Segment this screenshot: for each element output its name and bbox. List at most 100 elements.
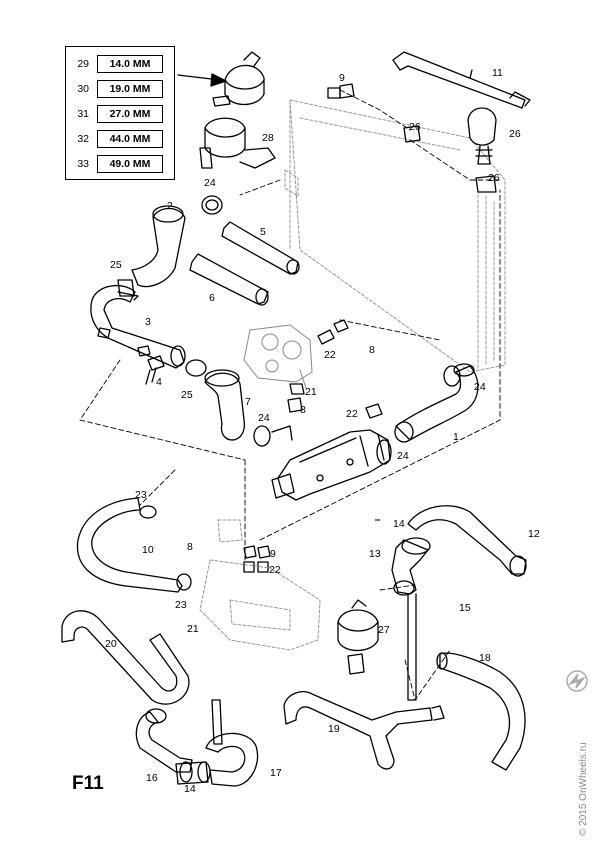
coolant-manifold	[271, 429, 392, 501]
legend-number: 32	[77, 133, 89, 145]
callout-9: 9	[270, 548, 276, 560]
callout-6: 6	[209, 292, 215, 304]
legend-row: 33 49.0 MM	[66, 153, 174, 173]
callout-10: 10	[142, 544, 154, 556]
watermark-text: © 2015 OnWheels.ru	[578, 742, 589, 836]
fitting-22-a	[317, 319, 349, 345]
hose-19	[283, 691, 445, 770]
callout-1: 1	[453, 431, 459, 443]
callout-14: 14	[393, 518, 405, 530]
legend-row: 32 44.0 MM	[66, 128, 174, 148]
pipe-vertical	[407, 593, 417, 701]
callout-15: 15	[459, 602, 471, 614]
legend-row: 29 14.0 MM	[66, 53, 174, 73]
callout-8: 8	[369, 344, 375, 356]
clamp-29-33	[212, 51, 265, 107]
callout-17: 17	[270, 767, 282, 779]
callout-4: 4	[156, 376, 162, 388]
hose-10	[76, 497, 192, 593]
clamp-25-b	[185, 359, 207, 377]
hose-6	[189, 253, 269, 306]
nozzle-9-top	[327, 83, 355, 99]
callout-7: 7	[245, 396, 251, 408]
callout-26: 26	[509, 128, 521, 140]
callout-22: 22	[269, 564, 281, 576]
legend-row: 30 19.0 MM	[66, 78, 174, 98]
callout-18: 18	[479, 652, 491, 664]
callout-21: 21	[187, 623, 199, 635]
fitting-21-a	[287, 383, 305, 413]
callout-24: 24	[474, 381, 486, 393]
hose-20	[61, 610, 190, 705]
clamp-size-legend: 29 14.0 MM 30 19.0 MM 31 27.0 MM 32 44.0…	[65, 46, 175, 180]
callout-24: 24	[204, 177, 216, 189]
legend-size: 27.0 MM	[97, 105, 163, 123]
legend-number: 31	[77, 108, 89, 120]
clip-26-b	[467, 107, 497, 165]
callout-23: 23	[175, 599, 187, 611]
clamp-25-a	[117, 279, 135, 297]
expansion-tank	[199, 519, 321, 651]
fitting-22-b	[365, 403, 383, 419]
fittings-center	[243, 545, 271, 573]
clip-26-a	[403, 125, 421, 143]
hose-11	[392, 51, 531, 109]
clamp-27	[337, 599, 379, 675]
clamp-24-mid	[253, 425, 293, 447]
clip-26-c	[475, 175, 497, 193]
callout-5: 5	[260, 226, 266, 238]
hose-12	[407, 505, 527, 577]
callout-14: 14	[184, 783, 196, 795]
connector-14-bottom	[175, 699, 223, 785]
hose-13	[391, 537, 431, 596]
clamp-24-low	[394, 421, 414, 443]
callout-24: 24	[397, 450, 409, 462]
hose-7	[204, 369, 246, 441]
legend-size: 49.0 MM	[97, 155, 163, 173]
callout-16: 16	[146, 772, 158, 784]
legend-size: 14.0 MM	[97, 55, 163, 73]
callout-12: 12	[528, 528, 540, 540]
callout-28: 28	[262, 132, 274, 144]
callout-9: 9	[339, 72, 345, 84]
callout-19: 19	[328, 723, 340, 735]
hose-5	[221, 221, 300, 275]
legend-number: 33	[77, 158, 89, 170]
legend-number: 30	[77, 83, 89, 95]
callout-8: 8	[300, 404, 306, 416]
callout-21: 21	[305, 386, 317, 398]
clamp-24-right	[443, 365, 461, 387]
callout-11: 11	[492, 67, 503, 79]
legend-size: 44.0 MM	[97, 130, 163, 148]
hose-1	[395, 363, 479, 441]
figure-label: F11	[72, 773, 104, 794]
legend-arrow	[177, 73, 227, 87]
hose-16	[135, 708, 193, 773]
callout-26: 26	[488, 172, 500, 184]
callout-24: 24	[258, 412, 270, 424]
hose-2	[131, 205, 186, 288]
bolts-4	[137, 345, 165, 385]
callout-8: 8	[187, 541, 193, 553]
callout-20: 20	[105, 638, 117, 650]
callout-3: 3	[145, 316, 151, 328]
callout-27: 27	[378, 624, 390, 636]
hose-18	[436, 652, 526, 771]
callout-2: 2	[167, 200, 173, 212]
radiator-outline	[284, 99, 506, 373]
hose-17	[205, 732, 259, 787]
clamp-28	[199, 117, 276, 169]
callout-25: 25	[181, 389, 193, 401]
callout-23: 23	[135, 489, 147, 501]
legend-row: 31 27.0 MM	[66, 103, 174, 123]
throttle-body	[243, 324, 313, 389]
hose-3	[90, 285, 186, 369]
callout-22: 22	[324, 349, 336, 361]
legend-size: 19.0 MM	[97, 80, 163, 98]
legend-number: 29	[77, 58, 89, 70]
callout-25: 25	[110, 259, 122, 271]
callout-13: 13	[369, 548, 381, 560]
onwheels-logo-icon	[566, 670, 588, 692]
clamp-24-top	[201, 195, 223, 215]
